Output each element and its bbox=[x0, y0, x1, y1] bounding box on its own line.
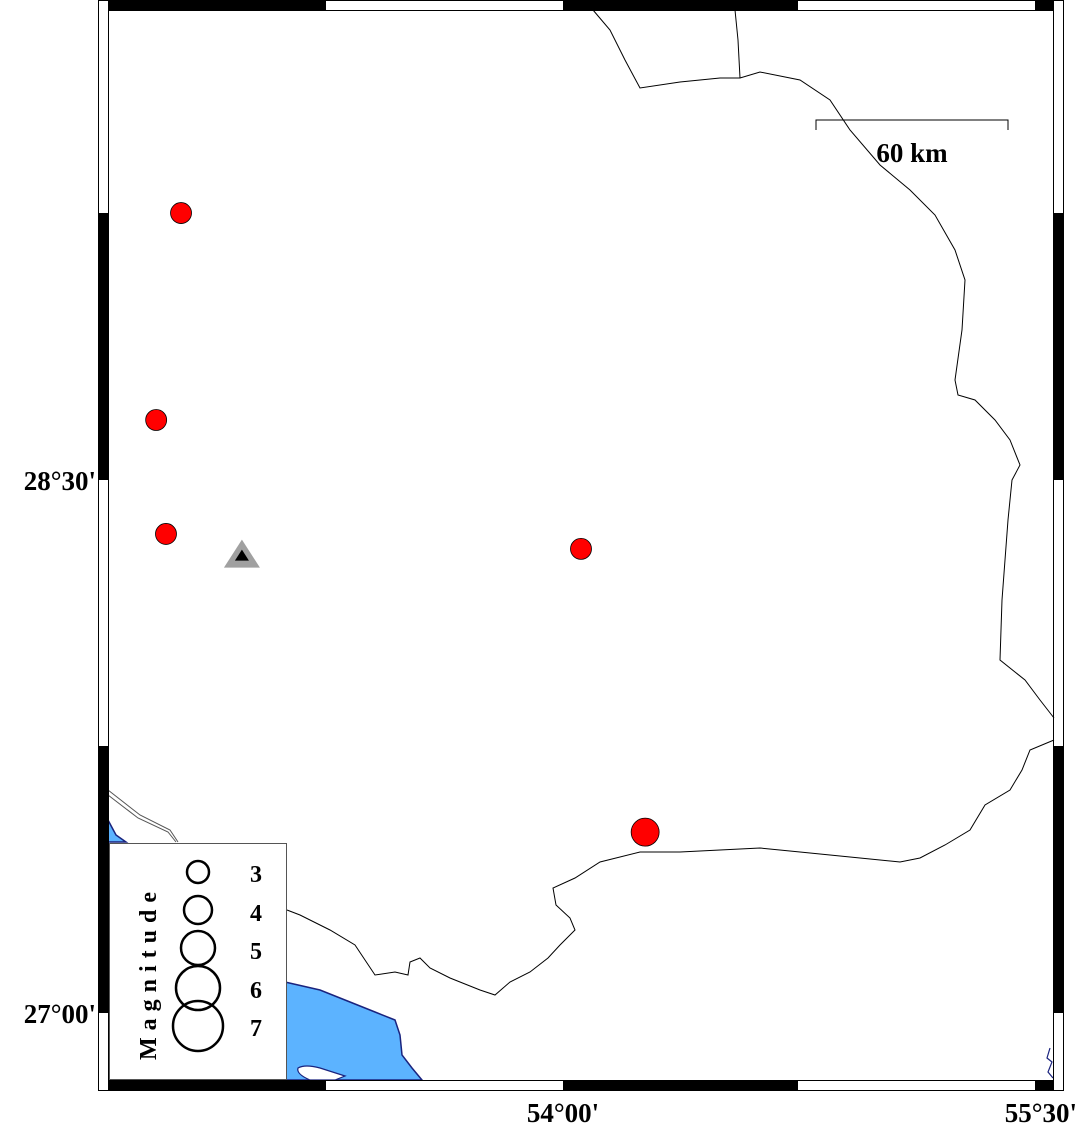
water-edge-east bbox=[1046, 1047, 1054, 1079]
legend-label-6: 6 bbox=[250, 978, 262, 1004]
lat-label-28-30: 28°30' bbox=[24, 466, 96, 496]
scale-bar-label: 60 km bbox=[876, 138, 948, 168]
earthquake-event-1[interactable] bbox=[170, 202, 192, 224]
legend-label-7: 7 bbox=[250, 1016, 262, 1042]
island bbox=[297, 1065, 347, 1081]
earthquake-event-4[interactable] bbox=[570, 537, 592, 560]
boundaries bbox=[286, 9, 1055, 996]
earthquake-event-3[interactable] bbox=[155, 523, 177, 545]
legend-label-4: 4 bbox=[250, 901, 262, 927]
legend-label-5: 5 bbox=[250, 939, 262, 965]
events-layer bbox=[145, 202, 660, 847]
station-marker[interactable] bbox=[223, 539, 260, 568]
legend-title: Magnitude bbox=[136, 885, 162, 1060]
legend-circle-4 bbox=[182, 894, 214, 926]
legend-circle-6 bbox=[174, 964, 222, 1012]
magnitude-legend: Magnitude 3 4 5 6 7 bbox=[109, 843, 287, 1080]
earthquake-event-2[interactable] bbox=[145, 409, 168, 431]
legend-circle-7 bbox=[171, 999, 225, 1053]
earthquake-event-5[interactable] bbox=[630, 817, 660, 847]
legend-circle-3 bbox=[185, 859, 211, 885]
lon-label-55-30: 55°30' bbox=[1005, 1098, 1077, 1128]
boundary-nw bbox=[107, 789, 179, 843]
station-triangle-icon bbox=[234, 549, 249, 561]
legend-label-3: 3 bbox=[250, 862, 262, 888]
lat-label-27-00: 27°00' bbox=[24, 999, 96, 1029]
scale-bar: 60 km bbox=[815, 119, 1009, 168]
lon-label-54-00: 54°00' bbox=[527, 1098, 599, 1128]
map-frame bbox=[98, 0, 1064, 1091]
